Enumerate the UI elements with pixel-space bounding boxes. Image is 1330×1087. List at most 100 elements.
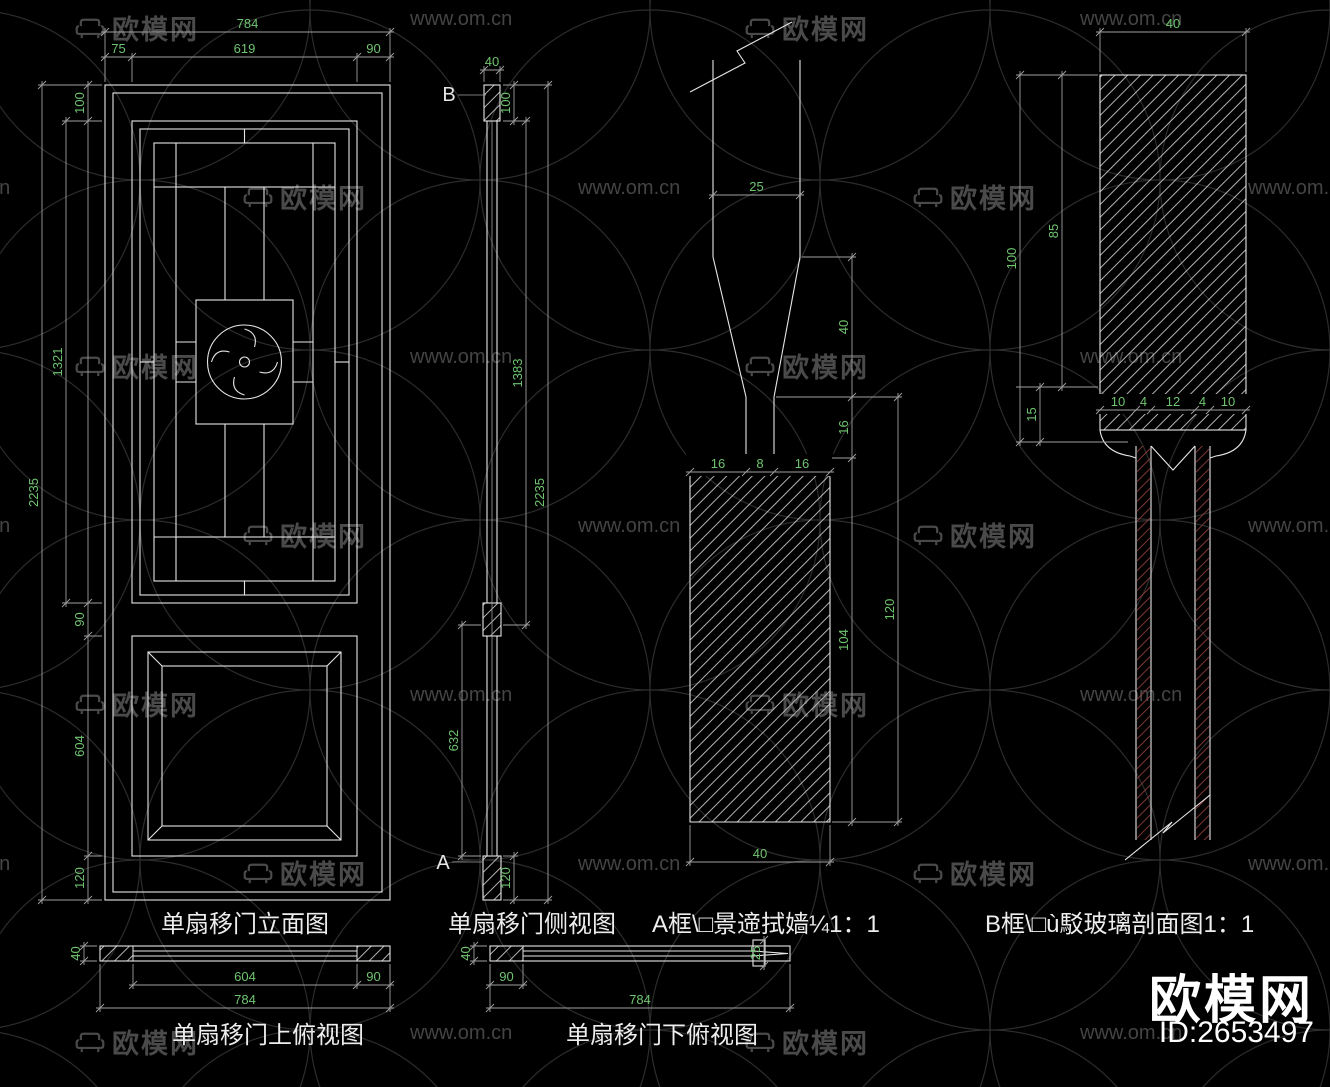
sofa-icon <box>75 356 105 376</box>
dim-text: 40 <box>485 54 499 69</box>
watermark-text: 欧模网 <box>280 860 367 890</box>
watermark-text: 欧模网 <box>950 184 1037 214</box>
dim-text: 90 <box>499 969 513 984</box>
dim-text: 40 <box>753 846 767 861</box>
watermark-tile: 欧模网 <box>243 853 367 892</box>
watermark-text: www.om.cn <box>0 515 11 537</box>
dim-text: 40 <box>68 946 83 960</box>
dim-text: 15 <box>1024 407 1039 421</box>
lattice-ties <box>140 129 349 595</box>
watermark-tile: www.om.cn <box>1248 515 1330 538</box>
break-symbol-bottom <box>1124 794 1211 861</box>
dim-text: 619 <box>234 41 256 56</box>
dim-text: 16 <box>795 456 809 471</box>
dim-text: 100 <box>1004 248 1019 270</box>
watermark-text: 欧模网 <box>782 353 869 383</box>
dim-text: 1383 <box>510 359 525 388</box>
view-label-top-view: 单扇移门上俯视图 <box>172 1022 364 1049</box>
sofa-icon <box>913 187 943 207</box>
section-marker-b: B <box>442 84 455 106</box>
watermark-text: www.om.cn <box>1080 8 1183 30</box>
dim-text: 784 <box>234 992 256 1007</box>
section-b-drawing <box>1016 74 1250 861</box>
sofa-icon <box>75 18 105 38</box>
watermark-text: www.om.cn <box>0 853 11 875</box>
dim-text: 2235 <box>532 478 547 507</box>
watermark-text: 欧模网 <box>782 15 869 45</box>
sofa-icon <box>913 863 943 883</box>
dim-text: 40 <box>836 320 851 334</box>
sofa-icon <box>75 1032 105 1052</box>
dim-text: 16 <box>711 456 725 471</box>
watermark-tile: www.om.cn <box>578 177 680 200</box>
watermark-tile: www.om.cn <box>0 515 10 538</box>
dim-text: 632 <box>446 730 461 752</box>
watermark-text: www.om.cn <box>1248 853 1330 875</box>
watermark-tile: 欧模网 <box>243 177 367 216</box>
watermark-tile: www.om.cn <box>410 1022 512 1045</box>
watermark-tile: 欧模网 <box>745 346 869 385</box>
dim-text: 1321 <box>50 348 65 377</box>
watermark-text: www.om.cn <box>578 515 681 537</box>
dim-text: 4 <box>1140 394 1147 409</box>
watermark-text: 欧模网 <box>950 860 1037 890</box>
bottom-panel <box>131 635 358 857</box>
dim-text: 85 <box>1046 224 1061 238</box>
dim-text: 25 <box>748 946 763 960</box>
dim-text: 90 <box>72 612 87 626</box>
view-label-section-b: B框\□ù駁玻璃剖面图1：1 <box>985 911 1254 938</box>
dim-text: 10 <box>1111 394 1125 409</box>
watermark-text: www.om.cn <box>410 8 513 30</box>
brand-logo: 欧模网 <box>1148 972 1314 1030</box>
watermark-tile: 欧模网 <box>75 8 199 47</box>
section-marker-a: A <box>436 852 450 874</box>
sofa-icon <box>913 525 943 545</box>
watermark-tile: 欧模网 <box>745 1022 869 1061</box>
watermark-tile: www.om.cn <box>0 177 10 200</box>
watermark-text: www.om.cn <box>1248 515 1330 537</box>
sofa-icon <box>243 863 273 883</box>
watermark-text: 欧模网 <box>112 1029 199 1059</box>
dim-text: 784 <box>629 992 651 1007</box>
watermark-tile: 欧模网 <box>75 684 199 723</box>
watermark-text: www.om.cn <box>1080 1022 1183 1044</box>
sofa-icon <box>745 356 775 376</box>
watermark-tile: www.om.cn <box>578 515 680 538</box>
dim-text: 12 <box>1166 394 1180 409</box>
watermark-tile: 欧模网 <box>913 177 1037 216</box>
watermark-tile: 欧模网 <box>75 1022 199 1061</box>
dim-text: 40 <box>1166 16 1180 31</box>
dim-text: 784 <box>237 16 259 31</box>
dim-text: 604 <box>72 735 87 757</box>
brand-id: ID:2653497 <box>1158 1016 1314 1049</box>
watermark-tile: 欧模网 <box>913 515 1037 554</box>
watermark-tile: www.om.cn <box>1248 177 1330 200</box>
watermark-tile: 欧模网 <box>745 8 869 47</box>
dim-text: 104 <box>836 629 851 651</box>
section-a-drawing <box>686 21 902 823</box>
view-label-bottom-view: 单扇移门下俯视图 <box>566 1022 758 1049</box>
front-elevation-drawing <box>104 84 391 901</box>
dim-text: 604 <box>234 969 256 984</box>
watermark-text: www.om.cn <box>1248 177 1330 199</box>
watermark-text: www.om.cn <box>578 177 681 199</box>
watermark-text: 欧模网 <box>950 522 1037 552</box>
dim-text: 120 <box>72 867 87 889</box>
dim-text: 40 <box>458 946 473 960</box>
dim-text: 100 <box>498 92 513 114</box>
dim-text: 90 <box>366 41 380 56</box>
sofa-icon <box>243 187 273 207</box>
watermark-text: 欧模网 <box>112 691 199 721</box>
watermark-text: www.om.cn <box>410 1022 513 1044</box>
dim-text: 100 <box>72 92 87 114</box>
top-view-drawing <box>99 945 391 962</box>
watermark-tile: www.om.cn <box>1080 8 1182 31</box>
view-label-section-a: A框\□景遆拭嫱¼1：1 <box>652 911 880 938</box>
dim-text: 75 <box>111 41 125 56</box>
break-symbol-top <box>689 21 793 93</box>
watermark-text: 欧模网 <box>280 184 367 214</box>
dim-text: 16 <box>836 420 851 434</box>
